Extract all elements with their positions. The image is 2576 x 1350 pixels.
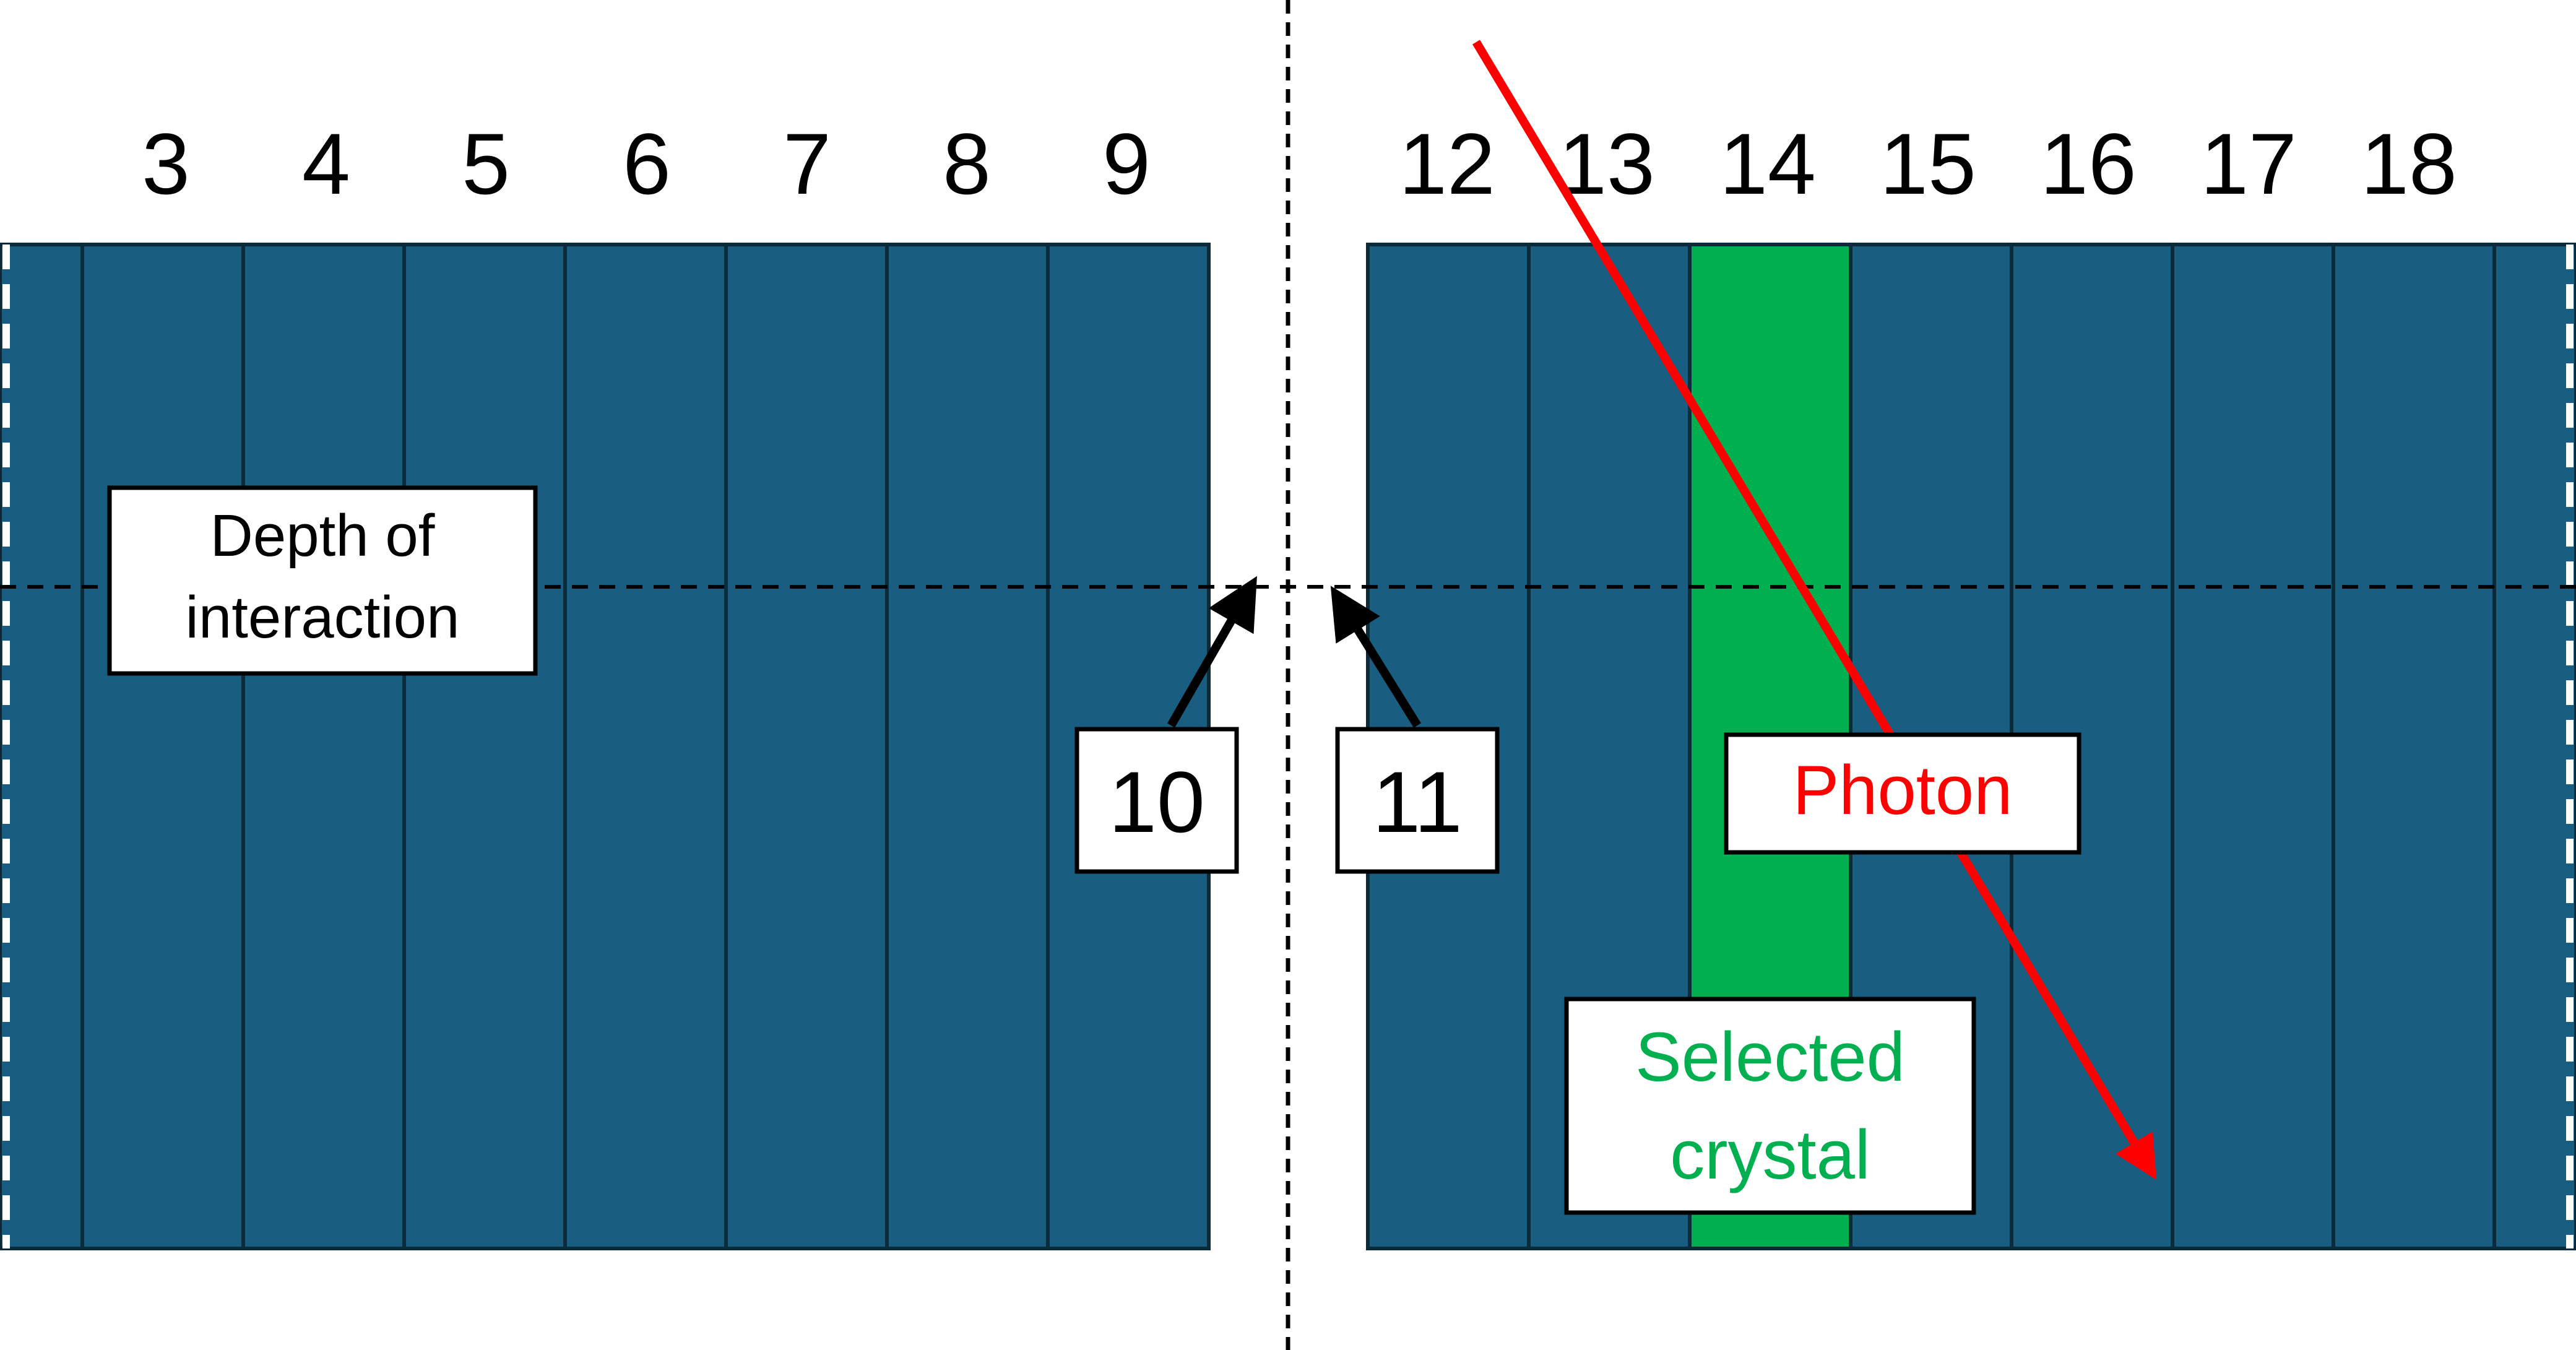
gap-label-left: 10 (1074, 727, 1239, 874)
gap-label-box (1074, 727, 1239, 874)
callout-box (107, 485, 538, 676)
crystal-number: 17 (2200, 115, 2297, 212)
callout-box (1564, 997, 1976, 1215)
crystal-number: 16 (2040, 115, 2137, 212)
crystal-number: 5 (462, 115, 510, 212)
selected-crystal-callout: Selected crystal (1564, 997, 1976, 1215)
crystal-number: 15 (1880, 115, 1976, 212)
crystal-number: 14 (1719, 115, 1816, 212)
crystal-number: 7 (783, 115, 831, 212)
crystal-4 (241, 243, 406, 1250)
selected-crystal-label-line1: Selected (1635, 1018, 1905, 1096)
callout-text-line2: interaction (186, 584, 460, 651)
crystal-17 (2171, 243, 2335, 1250)
callout-text-line1: Depth of (210, 503, 435, 569)
crystal-number: 8 (943, 115, 991, 212)
crystal-number: 12 (1399, 115, 1495, 212)
photon-label: Photon (1793, 751, 2013, 829)
crystal-partial-left (0, 243, 84, 1250)
crystal-number: 9 (1102, 115, 1151, 212)
callout-box (1724, 732, 2081, 855)
photon-callout: Photon (1724, 732, 2081, 855)
crystal-8 (885, 243, 1050, 1250)
crystal-number: 6 (623, 115, 671, 212)
arrow-to-left-module-edge (1167, 576, 1257, 728)
crystal-6 (563, 243, 728, 1250)
crystal-5 (402, 243, 567, 1250)
crystal-number: 18 (2361, 115, 2457, 212)
photon-arrow (1472, 40, 2156, 1180)
gap-label-box (1335, 727, 1500, 874)
gap-label-text: 11 (1372, 753, 1462, 850)
crystal-number: 3 (142, 115, 190, 212)
arrow-to-right-module-edge (1330, 586, 1421, 728)
gap-label-right: 11 (1335, 727, 1500, 874)
crystal-number: 13 (1558, 115, 1655, 212)
crystal-partial-right (2492, 243, 2576, 1250)
selected-crystal-label-line2: crystal (1670, 1116, 1870, 1193)
left-detector-module (0, 243, 1211, 1250)
crystal-number-labels: 3 4 5 6 7 8 9 12 13 14 15 16 17 18 (142, 115, 2457, 212)
crystal-3 (80, 243, 245, 1250)
crystal-7 (724, 243, 889, 1250)
gap-label-text: 10 (1109, 753, 1205, 850)
crystal-number: 4 (302, 115, 350, 212)
depth-of-interaction-callout: Depth of interaction (107, 485, 538, 676)
crystal-18 (2332, 243, 2496, 1250)
